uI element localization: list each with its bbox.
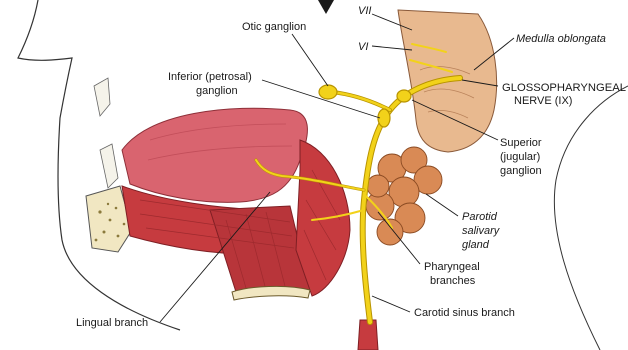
label-medulla-oblongata: Medulla oblongata	[516, 33, 606, 45]
parotid-gland	[366, 147, 442, 245]
leader-carotid	[372, 296, 410, 312]
label-vii: VII	[358, 5, 371, 17]
tongue	[122, 108, 307, 202]
label-superior-line2: (jugular)	[500, 151, 540, 163]
label-inferior-line1: Inferior (petrosal)	[168, 71, 252, 83]
label-parotid-line3: gland	[462, 239, 490, 251]
otic-ganglion-shape	[319, 85, 337, 99]
leader-parotid	[426, 194, 458, 216]
lower-tooth	[100, 144, 118, 188]
neck-contour	[554, 86, 628, 350]
label-pharyngeal-line1: Pharyngeal	[424, 261, 480, 273]
carotid-artery	[358, 320, 378, 350]
label-inferior-line2: ganglion	[196, 85, 238, 97]
hyoglossus-muscle	[210, 206, 310, 292]
superior-ganglion-shape	[397, 90, 411, 102]
label-lingual-branch: Lingual branch	[76, 317, 148, 329]
label-parotid-line1: Parotid	[462, 211, 498, 223]
label-vi: VI	[358, 41, 368, 53]
label-glosso-line1: GLOSSOPHARYNGEAL	[502, 82, 626, 94]
label-carotid-sinus-branch: Carotid sinus branch	[414, 307, 515, 319]
label-pharyngeal-line2: branches	[430, 275, 476, 287]
label-parotid-line2: salivary	[462, 225, 501, 237]
upper-tooth	[94, 78, 110, 116]
leader-otic	[292, 34, 328, 86]
label-superior-line3: ganglion	[500, 165, 542, 177]
top-arrow	[318, 0, 334, 14]
label-glosso-line2: NERVE (IX)	[514, 95, 572, 107]
label-superior-line1: Superior	[500, 137, 542, 149]
label-otic-ganglion: Otic ganglion	[242, 21, 306, 33]
